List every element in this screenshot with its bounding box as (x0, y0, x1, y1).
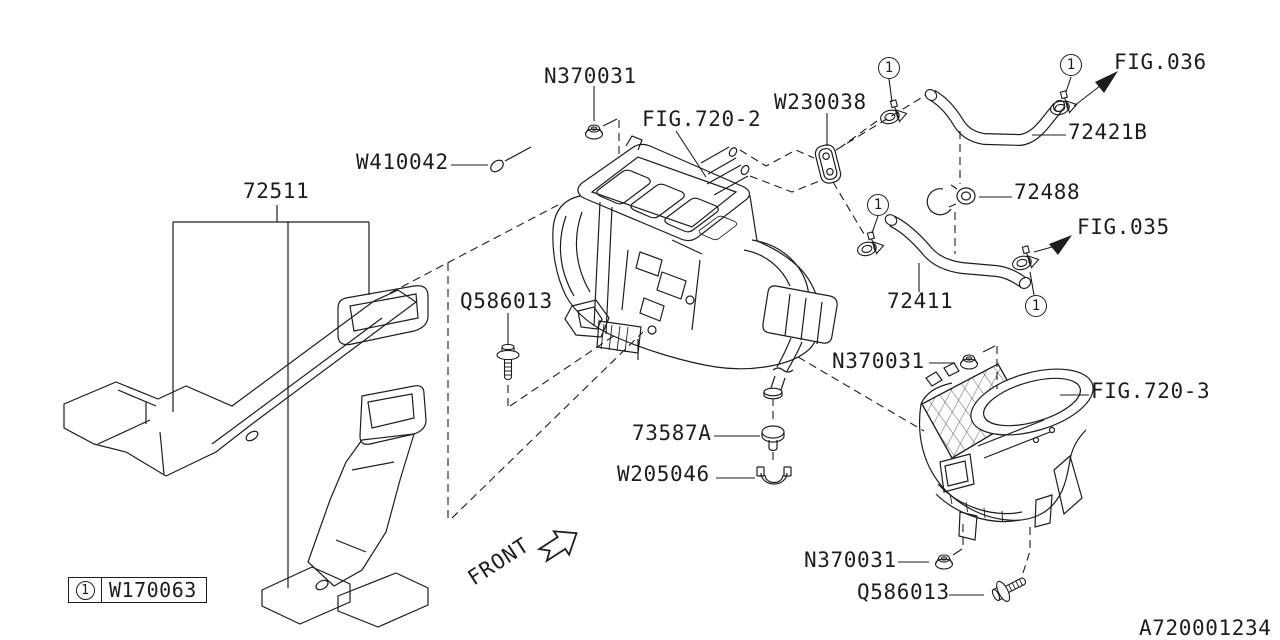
part-label-w410042[interactable]: W410042 (356, 150, 449, 174)
hose-72421b-drawing (924, 89, 1066, 147)
part-label-w230038[interactable]: W230038 (774, 90, 867, 114)
blower-unit-drawing (918, 362, 1094, 541)
part-label-72411[interactable]: 72411 (887, 289, 954, 313)
hose-72411-drawing (884, 214, 1032, 290)
leader-lines (451, 76, 1101, 596)
part-label-73587a[interactable]: 73587A (632, 421, 712, 445)
part-label-72488[interactable]: 72488 (1014, 180, 1081, 204)
part-label-72421b[interactable]: 72421B (1068, 120, 1148, 144)
fig-arrowheads (1049, 71, 1118, 255)
callout-ref-1: 1 (878, 57, 900, 79)
callout-ref-1: 1 (867, 194, 889, 216)
fig-ref-720-2[interactable]: FIG.720-2 (642, 107, 762, 131)
fig-ref-035[interactable]: FIG.035 (1077, 215, 1170, 239)
callout-ref-1: 1 (1025, 295, 1047, 317)
part-label-n370031-mid[interactable]: N370031 (832, 349, 925, 373)
legend-callout-1: 1 (75, 580, 95, 600)
part-label-q586013-bottom[interactable]: Q586013 (857, 580, 950, 604)
fig-ref-036[interactable]: FIG.036 (1114, 50, 1207, 74)
duct-72511-drawing (63, 205, 429, 628)
part-label-w205046[interactable]: W205046 (617, 462, 710, 486)
pin-w410042-icon (490, 146, 532, 173)
part-label-n370031-top[interactable]: N370031 (544, 64, 637, 88)
part-label-72511[interactable]: 72511 (243, 179, 310, 203)
front-arrow-icon (536, 530, 578, 563)
bolt-icon (988, 569, 1031, 607)
nut-icon (959, 354, 979, 370)
legend-part-number[interactable]: W170063 (109, 578, 197, 602)
nut-icon (934, 554, 954, 570)
grommet-w230038-icon (814, 144, 842, 184)
legend-box: 1 W170063 (68, 577, 207, 603)
callout-ref-1: 1 (1060, 54, 1082, 76)
part-label-n370031-bottom[interactable]: N370031 (804, 548, 897, 572)
legend-ref-cell: 1 (69, 578, 102, 602)
hose-clamp-icon (1008, 243, 1041, 273)
nut-icon (584, 124, 604, 140)
bolt-icon (496, 343, 520, 381)
part-label-q586013-top[interactable]: Q586013 (460, 289, 553, 313)
drawing-number: A720001234 (1139, 616, 1272, 640)
heater-unit-drawing (552, 135, 838, 400)
hose-clamp-icon (853, 229, 886, 259)
fig-ref-720-3[interactable]: FIG.720-3 (1091, 379, 1211, 403)
clamp-w205046-icon (756, 466, 792, 485)
dashed-construction-lines (389, 94, 1031, 574)
plug-73587a-icon (761, 425, 785, 452)
clamp-72488-icon (926, 184, 976, 216)
